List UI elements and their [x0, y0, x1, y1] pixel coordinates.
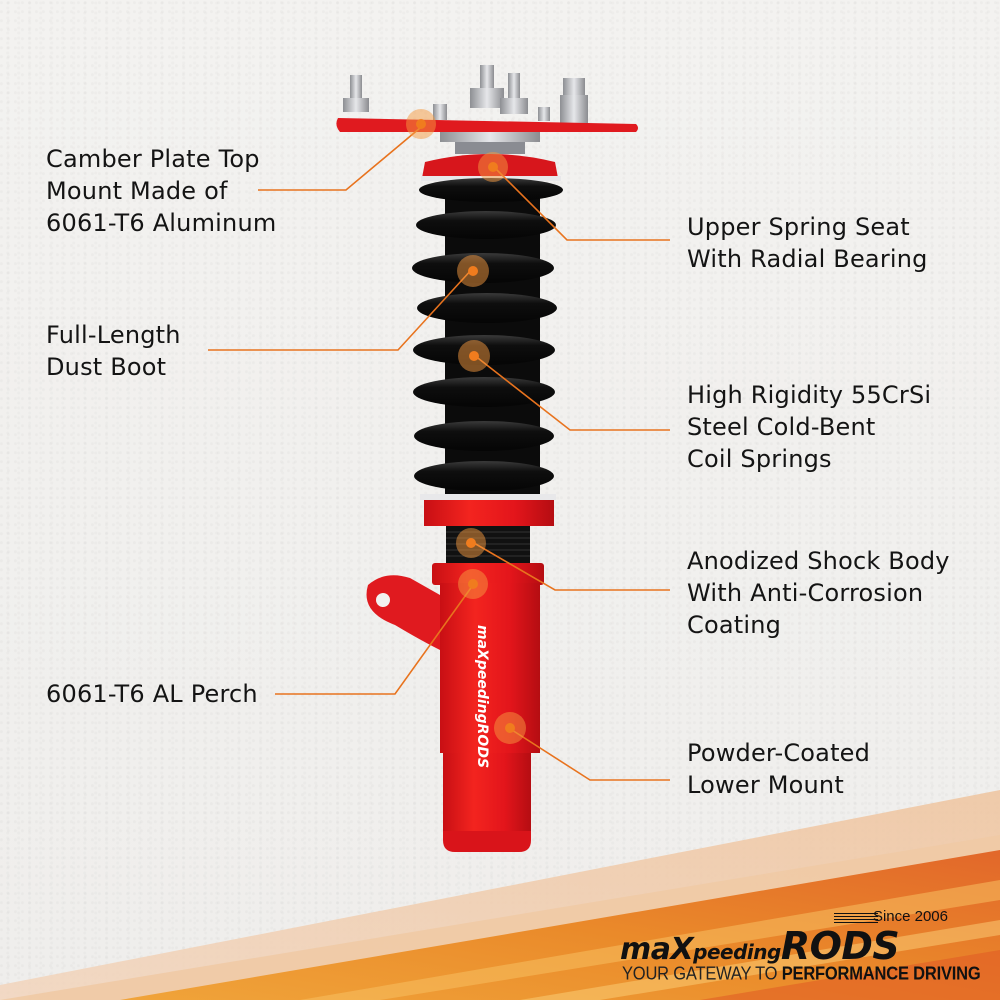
- callout-dust-boot: Full-Length Dust Boot: [46, 319, 181, 383]
- callout-line: Lower Mount: [687, 771, 844, 799]
- callout-line: Full-Length: [46, 321, 181, 349]
- callout-line: 6061-T6 AL Perch: [46, 680, 258, 708]
- wordmark-prefix: maX: [620, 932, 694, 967]
- callout-coil-springs: High Rigidity 55CrSi Steel Cold-Bent Coi…: [687, 379, 931, 475]
- callout-upper-spring-seat: Upper Spring Seat With Radial Bearing: [687, 211, 928, 275]
- callout-line: 6061-T6 Aluminum: [46, 209, 277, 237]
- callout-line: Mount Made of: [46, 177, 228, 205]
- speed-lines-icon: [834, 913, 878, 923]
- callout-line: Coating: [687, 611, 782, 639]
- callout-line: With Radial Bearing: [687, 245, 928, 273]
- callout-line: High Rigidity 55CrSi: [687, 381, 932, 409]
- svg-text:maXpeedingRODS: maXpeedingRODS: [474, 625, 490, 768]
- tagline-bold: PERFORMANCE DRIVING: [781, 964, 981, 984]
- brand-wordmark: maXpeedingRODS: [620, 924, 900, 968]
- callout-lower-mount: Powder-Coated Lower Mount: [687, 737, 870, 801]
- wordmark-middle: peeding: [693, 940, 781, 964]
- callout-line: Camber Plate Top: [46, 145, 260, 173]
- brand-tagline: YOUR GATEWAY TO PERFORMANCE DRIVING: [622, 964, 981, 985]
- callout-line: Upper Spring Seat: [687, 213, 910, 241]
- top-mount-studs: [343, 65, 588, 125]
- wordmark-suffix: RODS: [780, 924, 900, 968]
- callout-dots: [406, 109, 526, 744]
- callout-line: With Anti-Corrosion: [687, 579, 924, 607]
- callout-perch: 6061-T6 AL Perch: [46, 678, 258, 710]
- coil-spring: [412, 178, 563, 495]
- tagline-regular: YOUR GATEWAY TO: [622, 964, 782, 984]
- since-text: Since 2006: [872, 908, 948, 925]
- callout-line: Dust Boot: [46, 353, 167, 381]
- callout-camber-plate: Camber Plate Top Mount Made of 6061-T6 A…: [46, 143, 276, 239]
- leader-lines: [208, 127, 670, 781]
- callout-line: Steel Cold-Bent: [687, 413, 876, 441]
- callout-line: Coil Springs: [687, 445, 832, 473]
- callout-line: Powder-Coated: [687, 739, 871, 767]
- callout-line: Anodized Shock Body: [687, 547, 950, 575]
- callout-shock-body: Anodized Shock Body With Anti-Corrosion …: [687, 545, 950, 641]
